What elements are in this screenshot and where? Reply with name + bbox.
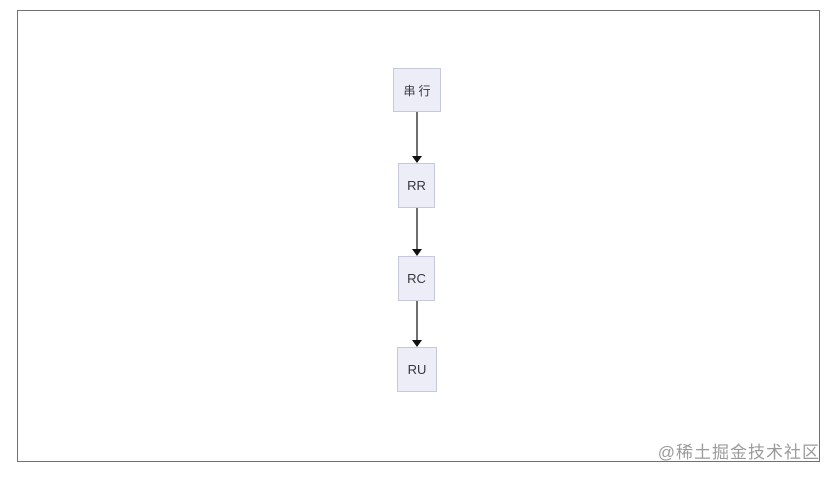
arrow-down-icon: [412, 340, 422, 347]
flow-node-rc-label: RC: [407, 271, 426, 286]
flow-node-rr: RR: [398, 163, 435, 208]
arrow-down-icon: [412, 156, 422, 163]
flow-node-ru: RU: [397, 347, 437, 392]
flow-node-serial: 串行: [393, 68, 441, 112]
arrow-line: [416, 301, 418, 340]
flow-node-rc: RC: [398, 256, 435, 301]
arrow-line: [416, 112, 418, 156]
arrow-serial-to-rr: [412, 112, 422, 163]
arrow-down-icon: [412, 249, 422, 256]
flow-node-rr-label: RR: [407, 178, 426, 193]
flow-node-ru-label: RU: [407, 362, 427, 377]
arrow-line: [416, 208, 418, 249]
watermark: @稀土掘金技术社区: [657, 443, 820, 462]
arrow-rc-to-ru: [412, 301, 422, 347]
flow-node-serial-label: 串行: [403, 83, 434, 98]
arrow-rr-to-rc: [412, 208, 422, 256]
